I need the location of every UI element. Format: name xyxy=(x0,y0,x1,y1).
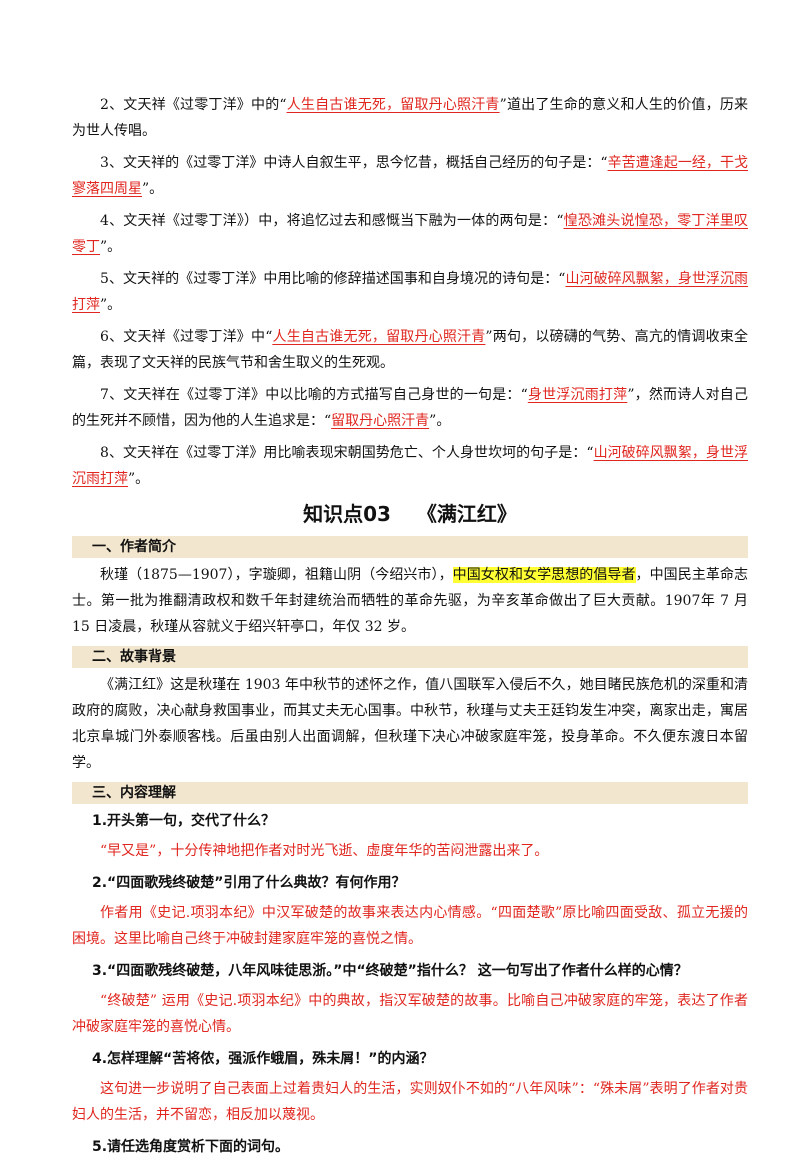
item-3: 3、文天祥的《过零丁洋》中诗人自叙生平，思今忆昔，概括自己经历的句子是：“辛苦遭… xyxy=(72,155,749,197)
answer-text: 惶恐滩头说惶恐，零丁洋里叹零丁 xyxy=(72,213,749,255)
answer-text: 人生自古谁无死，留取丹心照汗青 xyxy=(286,97,500,113)
answer-text: 山河破碎风飘絮，身世浮沉雨打萍 xyxy=(72,445,749,487)
question-2: 2.“四面歌残终破楚”引用了什么典故？有何作用？ xyxy=(92,875,406,891)
question-1: 1.开头第一句，交代了什么？ xyxy=(92,813,276,829)
answer-1: “早又是”，十分传神地把作者对时光飞逝、虚度年华的苦闷泄露出来了。 xyxy=(100,843,549,859)
answer-text: 辛苦遭逢起一经，干戈寥落四周星 xyxy=(72,155,749,197)
section-heading-understanding: 三、内容理解 xyxy=(72,782,748,804)
answer-3: “终破楚” 运用《史记.项羽本纪》中的典故，指汉军破楚的故事。比喻自己冲破家庭的… xyxy=(72,993,748,1035)
answer-text: 留取丹心照汗青 xyxy=(331,413,430,429)
question-3: 3.“四面歌残终破楚，八年风味徒思浙。”中“终破楚”指什么？ 这一句写出了作者什… xyxy=(92,963,688,979)
section-heading-background: 二、故事背景 xyxy=(72,646,748,668)
section-title: 知识点03《满江红》 xyxy=(303,502,517,526)
answer-text: 人生自古谁无死，留取丹心照汗青 xyxy=(272,329,486,345)
answer-text: 身世浮沉雨打萍 xyxy=(527,387,628,403)
item-5: 5、文天祥的《过零丁洋》中用比喻的修辞描述国事和自身境况的诗句是：“山河破碎风飘… xyxy=(72,271,749,313)
answer-4: 这句进一步说明了自己表面上过着贵妇人的生活，实则奴仆不如的“八年风味”：“殊未屑… xyxy=(72,1081,748,1123)
item-8: 8、文天祥在《过零丁洋》用比喻表现宋朝国势危亡、个人身世坎坷的句子是：“山河破碎… xyxy=(72,445,749,487)
highlighted-text: 中国女权和女学思想的倡导者 xyxy=(452,567,636,583)
item-7: 7、文天祥在《过零丁洋》中以比喻的方式描写自己身世的一句是：“身世浮沉雨打萍”，… xyxy=(72,387,748,429)
document-page: 2、文天祥《过零丁洋》中的“人生自古谁无死，留取丹心照汗青”道出了生命的意义和人… xyxy=(72,92,748,1164)
background-paragraph: 《满江红》这是秋瑾在 1903 年中秋节的述怀之作，值八国联军入侵后不久，她目睹… xyxy=(72,677,748,771)
question-5: 5.请任选角度赏析下面的词句。 xyxy=(92,1139,290,1155)
item-4: 4、文天祥《过零丁洋》）中，将追忆过去和感慨当下融为一体的两句是：“惶恐滩头说惶… xyxy=(72,213,749,255)
section-heading-author: 一、作者简介 xyxy=(72,536,748,558)
item-2: 2、文天祥《过零丁洋》中的“人生自古谁无死，留取丹心照汗青”道出了生命的意义和人… xyxy=(72,97,749,139)
author-paragraph: 秋瑾（1875—1907），字璇卿，祖籍山阴（今绍兴市），中国女权和女学思想的倡… xyxy=(72,567,749,635)
answer-2: 作者用《史记.项羽本纪》中汉军破楚的故事来表达内心情感。“四面楚歌”原比喻四面受… xyxy=(72,905,748,947)
item-6: 6、文天祥《过零丁洋》中“人生自古谁无死，留取丹心照汗青”两句，以磅礴的气势、高… xyxy=(72,329,749,371)
answer-text: 山河破碎风飘絮，身世浮沉雨打萍 xyxy=(72,271,749,313)
question-4: 4.怎样理解“苦将侬，强派作蛾眉，殊未屑！”的内涵？ xyxy=(92,1051,434,1067)
